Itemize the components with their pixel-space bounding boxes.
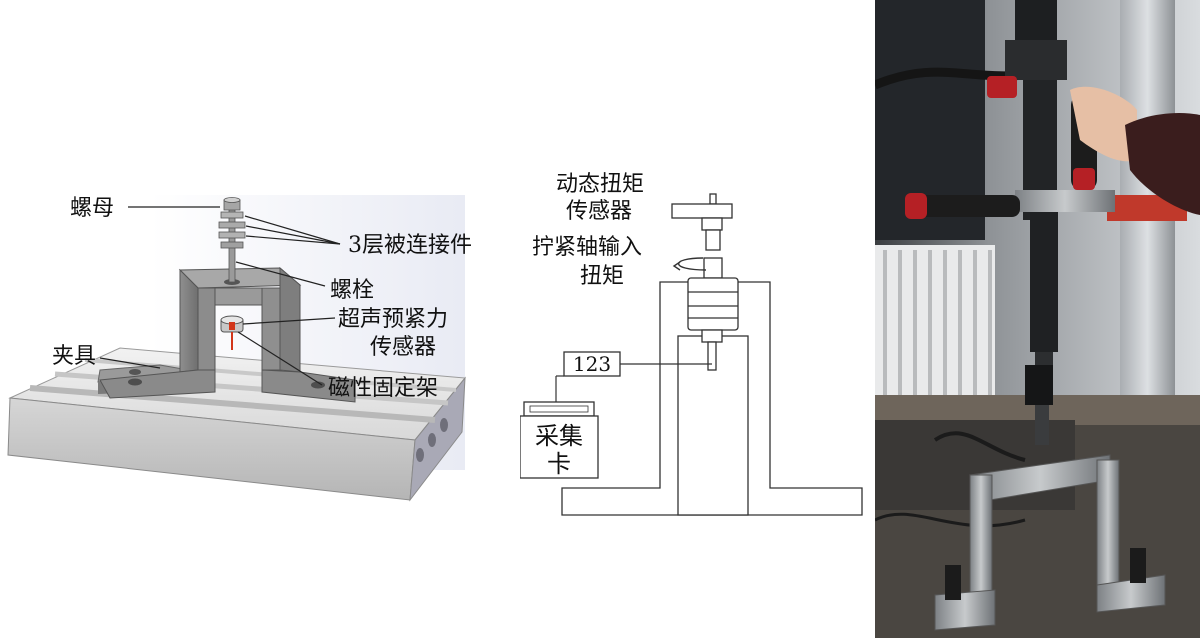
data-acquisition-card-icon: 采集 卡 xyxy=(520,401,599,479)
connected-parts-label: 3层被连接件 xyxy=(348,233,472,258)
fixture-3d-diagram: 螺母 3层被连接件 螺栓 超声预紧力 传感器 夹具 磁性固定架 xyxy=(0,0,520,638)
test-rig-schematic: 123 采集 卡 动态扭矩 传感器 拧紧轴输入 扭矩 xyxy=(520,0,875,638)
dynamic-torque-label-1: 动态扭矩 xyxy=(556,172,644,197)
fixture-3d-svg: 螺母 3层被连接件 螺栓 超声预紧力 传感器 夹具 磁性固定架 xyxy=(7,195,472,502)
ultrasonic-sensor-label-2: 传感器 xyxy=(370,335,436,360)
tightening-spindle-icon xyxy=(1005,0,1115,445)
test-rig-photo xyxy=(875,0,1200,638)
magnetic-mount-icon xyxy=(99,266,356,403)
display-value: 123 xyxy=(573,352,611,376)
daq-label-1: 采集 xyxy=(535,422,583,450)
leader-lines xyxy=(99,206,341,386)
operator-hand xyxy=(1070,86,1200,215)
nut-label: 螺母 xyxy=(70,196,114,221)
bolt-label: 螺栓 xyxy=(330,278,374,303)
tighten-input-label-2: 扭矩 xyxy=(580,264,624,289)
magnetic-mount-label: 磁性固定架 xyxy=(328,376,438,401)
steel-bracket-icon xyxy=(934,454,1166,631)
display-icon: 123 xyxy=(563,351,621,377)
rotation-arrow-icon xyxy=(672,257,707,271)
dynamic-torque-label-2: 传感器 xyxy=(566,199,632,224)
tighten-input-label-1: 拧紧轴输入 xyxy=(532,235,642,260)
photo-svg xyxy=(875,0,1200,638)
daq-label-2: 卡 xyxy=(547,450,571,478)
ultrasonic-sensor-label-1: 超声预紧力 xyxy=(338,307,448,332)
fixture-label: 夹具 xyxy=(52,344,96,369)
torque-sensor-icon xyxy=(671,193,739,371)
ultrasonic-sensor-icon xyxy=(220,315,244,350)
radiator-icon xyxy=(875,245,995,415)
schematic-svg: 123 采集 卡 动态扭矩 传感器 拧紧轴输入 扭矩 xyxy=(520,172,863,516)
nut-icon xyxy=(218,197,246,249)
